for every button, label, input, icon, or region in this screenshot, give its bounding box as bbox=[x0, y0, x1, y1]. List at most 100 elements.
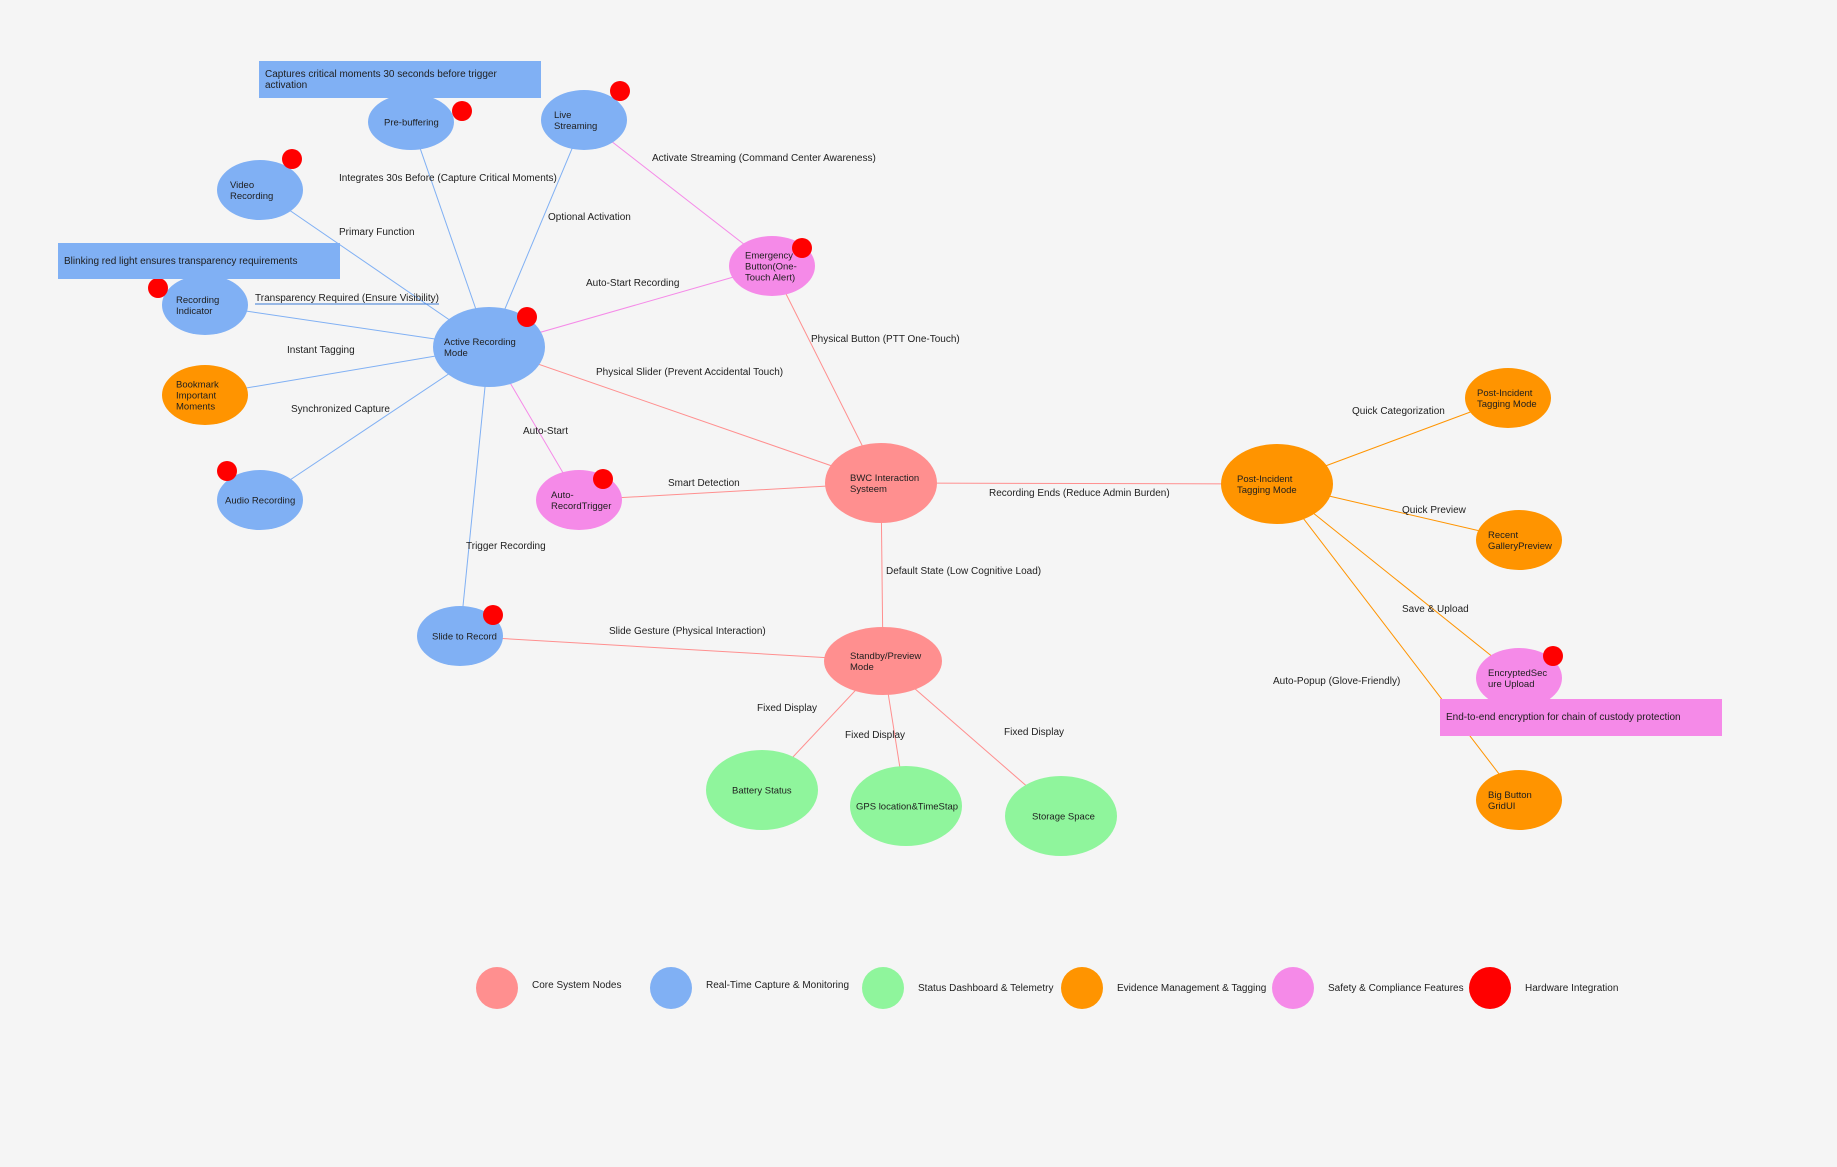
node-shape bbox=[850, 766, 962, 846]
hardware-marker-pre-buffering bbox=[452, 101, 472, 121]
node-storage-space[interactable]: Storage Space bbox=[1005, 776, 1117, 856]
hardware-marker-audio-recording bbox=[217, 461, 237, 481]
note-pre-buffering[interactable]: Captures critical moments 30 seconds bef… bbox=[259, 61, 541, 98]
node-label: Active Recording bbox=[444, 337, 516, 348]
node-label: RecordTrigger bbox=[551, 501, 611, 512]
edge-live-streaming-to-emergency-button[interactable] bbox=[583, 119, 773, 267]
hardware-marker-auto-record-trigger bbox=[593, 469, 613, 489]
node-label: Pre-buffering bbox=[384, 118, 439, 129]
node-shape bbox=[417, 606, 503, 666]
edge-label: Fixed Display bbox=[845, 730, 905, 741]
edge-label: Auto-Start bbox=[523, 426, 568, 437]
edge-label: Transparency Required (Ensure Visibility… bbox=[255, 293, 439, 304]
node-label: Tagging Mode bbox=[1477, 399, 1537, 410]
node-shape bbox=[1465, 368, 1551, 428]
node-shape bbox=[1476, 510, 1562, 570]
node-label: Post-Incident bbox=[1477, 388, 1533, 399]
node-shape bbox=[162, 275, 248, 335]
legend-swatch-capture bbox=[650, 967, 692, 1009]
edge-label: Primary Function bbox=[339, 227, 415, 238]
node-gps-location-timestap[interactable]: GPS location&TimeStap bbox=[850, 766, 962, 846]
node-label: Recent bbox=[1488, 530, 1518, 541]
note-recording-indicator[interactable]: Blinking red light ensures transparency … bbox=[58, 243, 340, 279]
legend-swatch-evidence bbox=[1061, 967, 1103, 1009]
edge-label: Activate Streaming (Command Center Aware… bbox=[652, 153, 876, 164]
node-shape bbox=[368, 94, 454, 150]
edge-label: Quick Categorization bbox=[1352, 406, 1445, 417]
node-label: Mode bbox=[850, 662, 874, 673]
legend-label-evidence: Evidence Management & Tagging bbox=[1117, 982, 1267, 994]
node-shape bbox=[706, 750, 818, 830]
edge-post-incident-tagging-mode-main-to-encrypted-secure-upload[interactable] bbox=[1276, 483, 1520, 679]
node-pre-buffering[interactable]: Pre-buffering bbox=[368, 94, 454, 150]
node-label: Big Button bbox=[1488, 790, 1532, 801]
legend-label-hardware: Hardware Integration bbox=[1525, 982, 1619, 994]
hardware-marker-video-recording bbox=[282, 149, 302, 169]
node-label: GridUI bbox=[1488, 801, 1515, 812]
hardware-marker-emergency-button bbox=[792, 238, 812, 258]
node-shape bbox=[433, 307, 545, 387]
edge-active-recording-mode-to-slide-to-record[interactable] bbox=[459, 346, 490, 637]
edge-slide-to-record-to-standby-preview-mode[interactable] bbox=[459, 635, 884, 662]
legend-label-core: Core System Nodes bbox=[532, 980, 622, 991]
node-shape bbox=[217, 160, 303, 220]
node-label: Recording bbox=[230, 191, 273, 202]
node-battery-status[interactable]: Battery Status bbox=[706, 750, 818, 830]
edge-label: Auto-Start Recording bbox=[586, 278, 679, 289]
node-slide-to-record[interactable]: Slide to Record bbox=[417, 606, 503, 666]
hardware-markers-layer bbox=[148, 81, 1563, 666]
edge-post-incident-tagging-mode-main-to-big-button-gridui[interactable] bbox=[1276, 483, 1520, 801]
legend-item-hardware: Hardware Integration bbox=[1469, 967, 1618, 1009]
edge-label: Trigger Recording bbox=[466, 541, 546, 552]
node-label: BWC Interaction bbox=[850, 473, 919, 484]
edge-label: Quick Preview bbox=[1402, 505, 1467, 516]
edge-label: Instant Tagging bbox=[287, 345, 355, 356]
edge-label: Save & Upload bbox=[1402, 604, 1469, 615]
edge-active-recording-mode-to-bwc-interaction-system[interactable] bbox=[488, 346, 882, 484]
node-label: Indicator bbox=[176, 306, 212, 317]
edge-label: Synchronized Capture bbox=[291, 404, 390, 415]
node-label: Standby/Preview bbox=[850, 651, 921, 662]
node-label: EncryptedSec bbox=[1488, 668, 1547, 679]
legend-item-status: Status Dashboard & Telemetry bbox=[862, 967, 1053, 1009]
note-encryption-text: End-to-end encryption for chain of custo… bbox=[1446, 712, 1681, 723]
edge-label: Recording Ends (Reduce Admin Burden) bbox=[989, 488, 1170, 499]
note-encryption[interactable]: End-to-end encryption for chain of custo… bbox=[1440, 699, 1722, 736]
legend-item-core: Core System Nodes bbox=[476, 967, 621, 1009]
note-recording-indicator-text: Blinking red light ensures transparency … bbox=[64, 255, 298, 267]
hardware-marker-active-recording-mode bbox=[517, 307, 537, 327]
legend-label-safety: Safety & Compliance Features bbox=[1328, 982, 1464, 994]
nodes-layer: Pre-buffering LiveStreamingVideoRecording… bbox=[162, 90, 1562, 856]
legend-label-capture: Real-Time Capture & Monitoring bbox=[706, 980, 850, 991]
node-label: Tagging Mode bbox=[1237, 485, 1297, 496]
note-pre-buffering-text: Captures critical moments 30 seconds bef… bbox=[265, 68, 497, 91]
legend-swatch-safety bbox=[1272, 967, 1314, 1009]
legend-item-evidence: Evidence Management & Tagging bbox=[1061, 967, 1266, 1009]
node-label: Recording bbox=[176, 295, 219, 306]
hardware-marker-encrypted-secure-upload bbox=[1543, 646, 1563, 666]
node-shape bbox=[541, 90, 627, 150]
hardware-marker-recording-indicator bbox=[148, 278, 168, 298]
node-audio-recording[interactable]: Audio Recording bbox=[217, 470, 303, 530]
edge-bwc-interaction-system-to-post-incident-tagging-mode-main[interactable] bbox=[880, 482, 1278, 485]
node-label: Audio Recording bbox=[225, 496, 295, 507]
node-label: Battery Status bbox=[732, 786, 792, 797]
hardware-marker-slide-to-record bbox=[483, 605, 503, 625]
node-label: Emergency bbox=[745, 251, 793, 262]
node-label: Important bbox=[176, 391, 216, 402]
node-label: Mode bbox=[444, 348, 468, 359]
legend-swatch-core bbox=[476, 967, 518, 1009]
